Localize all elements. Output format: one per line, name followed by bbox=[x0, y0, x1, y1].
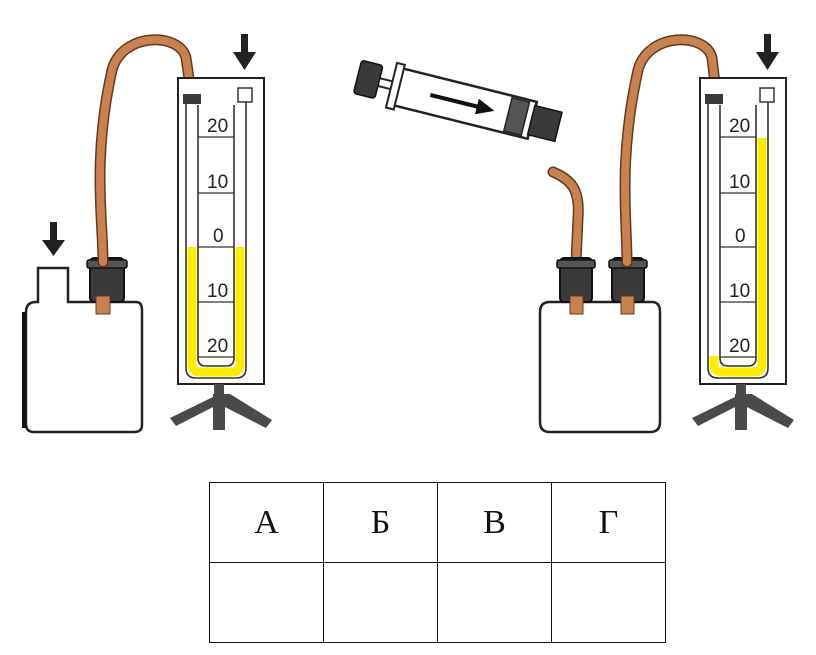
left-scale-label-4: 10 bbox=[207, 281, 228, 302]
right-tube-down-arrow-icon bbox=[756, 34, 779, 70]
left-setup: 20 10 0 10 20 bbox=[22, 34, 272, 434]
left-u-tube bbox=[185, 95, 247, 379]
answer-cell-v[interactable] bbox=[437, 562, 552, 643]
left-scale-label-1: 20 bbox=[207, 116, 228, 137]
right-scale-label-4: 10 bbox=[729, 281, 750, 302]
left-tube-down-arrow-icon bbox=[233, 34, 256, 70]
left-liquid bbox=[187, 247, 245, 377]
left-scale-label-2: 10 bbox=[207, 172, 228, 193]
left-scale-label-5: 20 bbox=[207, 336, 228, 357]
right-scale-label-1: 20 bbox=[729, 116, 750, 137]
syringe-icon bbox=[353, 60, 563, 143]
answer-table-header-b: Б bbox=[323, 482, 438, 563]
answer-table-answer-row bbox=[209, 562, 666, 643]
left-scale-label-3: 0 bbox=[213, 226, 224, 247]
answer-cell-a[interactable] bbox=[209, 562, 324, 643]
left-bottle-icon bbox=[24, 266, 144, 434]
right-bottle-icon bbox=[538, 300, 662, 434]
answer-table-header-g: Г bbox=[551, 482, 666, 563]
right-scale-label-5: 20 bbox=[729, 336, 750, 357]
answer-cell-b[interactable] bbox=[323, 562, 438, 643]
right-tripod-stand-icon bbox=[692, 384, 794, 430]
answer-table-header-v: В bbox=[437, 482, 552, 563]
right-setup: 20 10 0 10 20 bbox=[538, 34, 794, 434]
answer-table-header-a: А bbox=[209, 482, 324, 563]
left-tripod-stand-icon bbox=[170, 384, 272, 430]
manometer-experiment-figure: 20 10 0 10 20 bbox=[22, 34, 794, 434]
right-scale-label-3: 0 bbox=[735, 226, 746, 247]
right-scale-label-2: 10 bbox=[729, 172, 750, 193]
right-liquid bbox=[709, 138, 767, 377]
answer-table: А Б В Г bbox=[209, 482, 666, 643]
left-bottle-down-arrow-icon bbox=[42, 222, 65, 256]
right-u-tube bbox=[707, 95, 769, 379]
answer-table-header-row: А Б В Г bbox=[209, 482, 666, 563]
answer-cell-g[interactable] bbox=[551, 562, 666, 643]
